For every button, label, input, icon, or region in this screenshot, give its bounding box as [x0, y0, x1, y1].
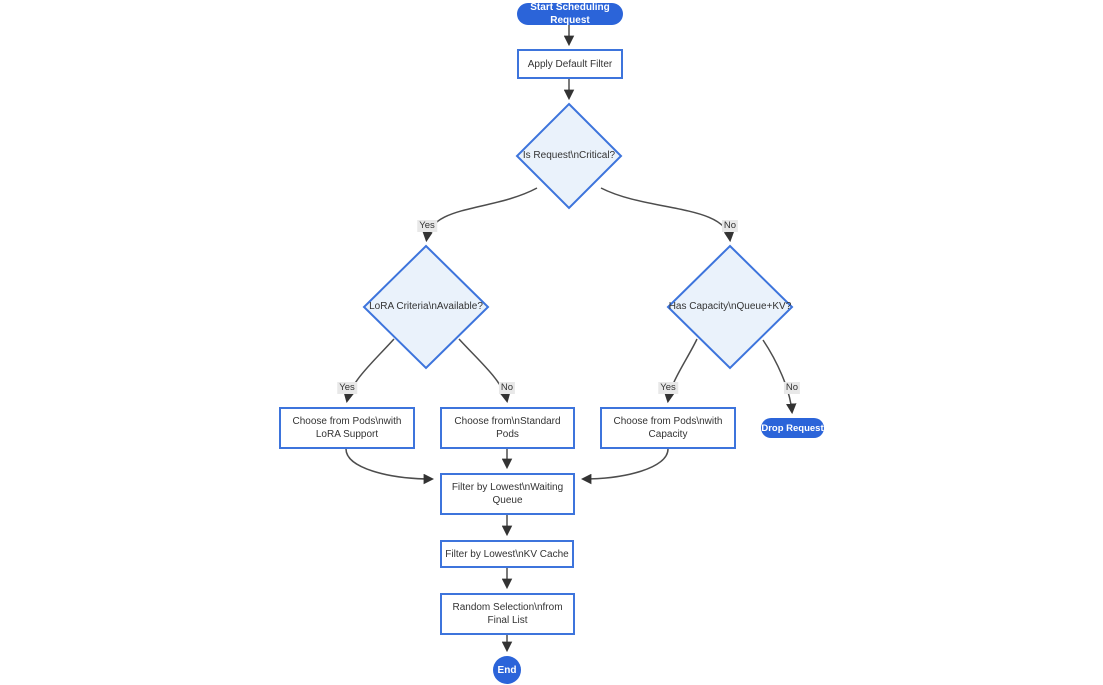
node-label-line: Choose from Pods\nwith	[292, 416, 402, 427]
random-selection-node: Random Selection\nfrom Final List	[440, 593, 575, 635]
node-label-line: Choose from Pods\nwith	[613, 416, 723, 427]
is-critical-decision-shape	[515, 102, 623, 210]
choose-lora-pods-node: Choose from Pods\nwith LoRA Support	[279, 407, 415, 449]
node-label-line: Queue	[492, 495, 523, 506]
edge-label-yes: Yes	[658, 382, 678, 394]
edge-lora-no	[458, 338, 511, 404]
edge-critical-no	[600, 187, 735, 243]
start-node: Start Scheduling Request	[517, 2, 623, 26]
choose-capacity-pods-node: Choose from Pods\nwith Capacity	[600, 407, 736, 449]
has-capacity-decision-shape	[666, 244, 794, 370]
end-node: End	[493, 656, 521, 684]
node-label-line: LoRA Support	[315, 429, 379, 440]
node-label-line: Choose from\nStandard	[454, 416, 561, 427]
filter-kv-cache-node: Filter by Lowest\nKV Cache	[440, 540, 574, 568]
node-label-line: Random Selection\nfrom	[452, 602, 563, 613]
node-label-line: Filter by Lowest\nWaiting	[451, 482, 564, 493]
edge-critical-yes	[422, 187, 538, 243]
node-label-line: Capacity	[648, 429, 688, 440]
drop-request-node: Drop Request	[761, 418, 824, 438]
edge-capacity-no	[762, 339, 797, 415]
edge-label-yes: Yes	[337, 382, 357, 394]
edge-label-yes: Yes	[417, 220, 437, 232]
node-label-line: Pods	[496, 429, 519, 440]
choose-standard-pods-node: Choose from\nStandard Pods	[440, 407, 575, 449]
edge-capacitypods-to-filterqueue	[580, 448, 669, 485]
edge-label-no: No	[498, 382, 516, 394]
edge-lorapods-to-filterqueue	[345, 448, 435, 485]
edge-lora-yes	[343, 338, 395, 404]
apply-default-filter-node: Apply Default Filter	[517, 49, 623, 79]
edge-label-no: No	[783, 382, 801, 394]
lora-criteria-decision-shape	[362, 244, 490, 370]
node-label-line: Final List	[487, 615, 528, 626]
edge-label-no: No	[721, 220, 739, 232]
filter-waiting-queue-node: Filter by Lowest\nWaiting Queue	[440, 473, 575, 515]
edge-capacity-yes	[664, 338, 698, 404]
